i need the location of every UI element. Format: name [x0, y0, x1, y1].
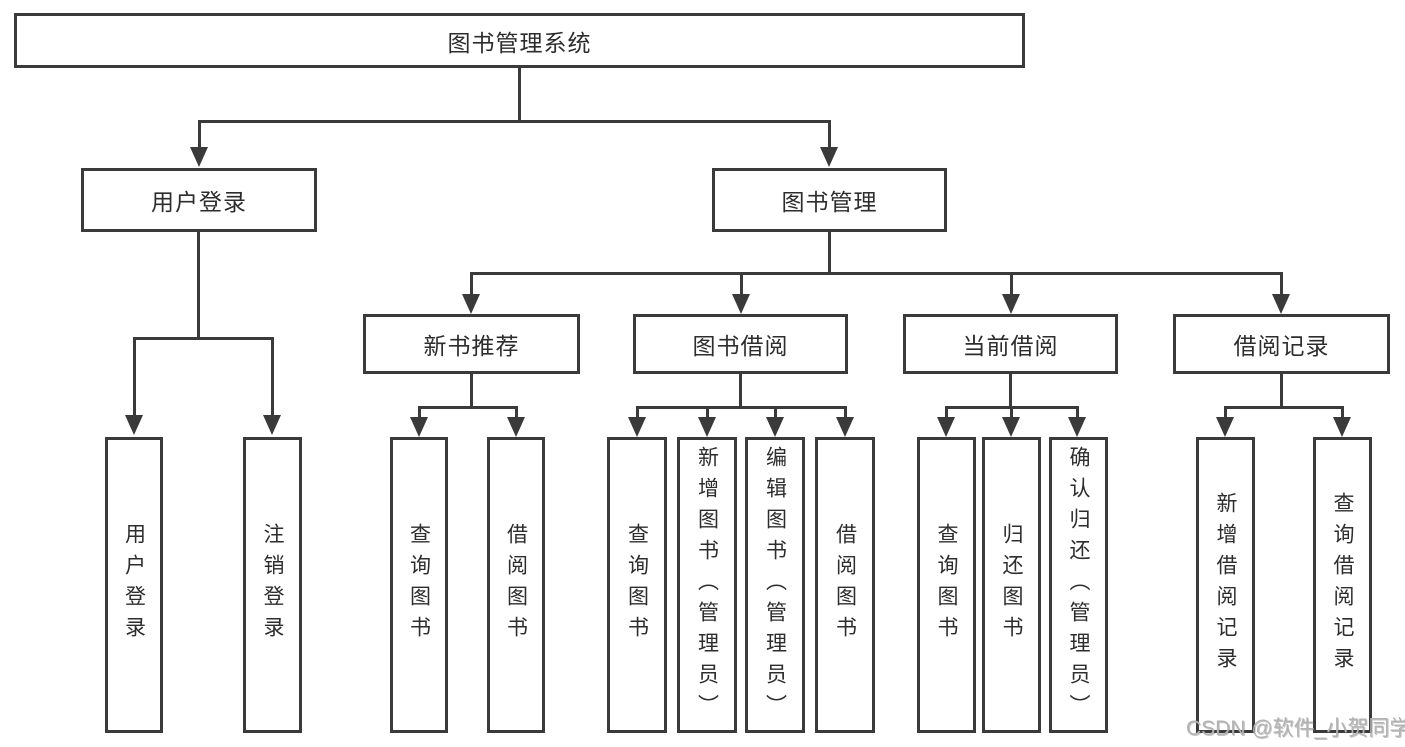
node-label: 用户登录 [122, 523, 146, 647]
arrow-down-icon [1272, 294, 1290, 314]
node-label: 新增图书（管理员） [695, 445, 719, 725]
connector-line [945, 406, 948, 418]
node-label: 图书借阅 [692, 333, 789, 359]
arrow-down-icon [820, 147, 838, 167]
node-label: 借阅记录 [1233, 333, 1330, 359]
node-label: 当前借阅 [962, 333, 1059, 359]
connector-line [706, 406, 709, 418]
arrow-down-icon [410, 417, 428, 437]
node-label: 新增借阅记录 [1214, 492, 1237, 678]
leaf-user-login: 用户登录 [105, 437, 163, 733]
leaf-query-books: 查询图书 [390, 437, 448, 733]
connector-line [418, 406, 518, 409]
connector-line [271, 337, 274, 417]
arrow-down-icon [125, 415, 143, 435]
node-book-borrowing: 图书借阅 [633, 314, 848, 374]
node-new-book-recommendation: 新书推荐 [363, 314, 580, 374]
leaf-add-books-admin: 新增图书（管理员） [677, 437, 737, 733]
connector-line [828, 120, 831, 148]
node-label: 图书管理 [781, 189, 878, 215]
connector-line [1010, 406, 1013, 418]
node-user-login: 用户登录 [81, 168, 317, 232]
node-label: 借阅图书 [504, 523, 528, 647]
leaf-borrow-books: 借阅图书 [487, 437, 545, 733]
leaf-edit-books-admin: 编辑图书（管理员） [745, 437, 805, 733]
leaf-query-books: 查询图书 [917, 437, 976, 733]
connector-line [636, 406, 846, 409]
connector-line [1224, 406, 1227, 418]
node-book-management: 图书管理 [712, 168, 947, 232]
node-label: 用户登录 [151, 189, 247, 215]
connector-line [470, 372, 473, 406]
connector-line [198, 120, 831, 123]
node-label: 图书管理系统 [447, 29, 592, 56]
connector-line [636, 406, 639, 418]
connector-line [1280, 272, 1283, 297]
connector-line [1009, 372, 1012, 406]
node-label: 查询图书 [407, 523, 431, 647]
arrow-down-icon [1002, 294, 1020, 314]
arrow-down-icon [698, 417, 716, 437]
connector-line [197, 230, 200, 337]
node-label: 查询图书 [625, 523, 649, 647]
arrow-down-icon [628, 417, 646, 437]
arrow-down-icon [1002, 417, 1020, 437]
connector-line [470, 272, 473, 297]
connector-line [515, 406, 518, 418]
arrow-down-icon [263, 415, 281, 435]
connector-line [1280, 372, 1283, 406]
leaf-logout: 注销登录 [243, 437, 302, 733]
watermark: CSDN @软件_小贺同学 [1186, 717, 1405, 740]
leaf-borrow-books: 借阅图书 [815, 437, 875, 733]
node-label: 归还图书 [1000, 523, 1023, 647]
node-current-borrowing: 当前借阅 [903, 314, 1118, 374]
connector-line [133, 337, 274, 340]
node-label: 查询图书 [935, 523, 958, 647]
node-label: 编辑图书（管理员） [763, 445, 787, 725]
leaf-confirm-return-admin: 确认归还（管理员） [1049, 437, 1108, 733]
leaf-query-books: 查询图书 [607, 437, 667, 733]
node-label: 查询借阅记录 [1331, 492, 1354, 678]
connector-line [1076, 406, 1079, 418]
connector-line [844, 406, 847, 418]
arrow-down-icon [507, 417, 525, 437]
arrow-down-icon [190, 147, 208, 167]
arrow-down-icon [766, 417, 784, 437]
node-label: 借阅图书 [833, 523, 857, 647]
connector-line [1224, 406, 1343, 409]
arrow-down-icon [462, 294, 480, 314]
connector-line [198, 120, 201, 148]
arrow-down-icon [1333, 417, 1351, 437]
node-label: 新书推荐 [423, 333, 520, 359]
arrow-down-icon [732, 294, 750, 314]
leaf-query-borrow-record: 查询借阅记录 [1313, 437, 1372, 733]
leaf-return-books: 归还图书 [982, 437, 1041, 733]
node-borrowing-records: 借阅记录 [1173, 314, 1390, 374]
connector-line [470, 272, 1282, 275]
node-label: 确认归还（管理员） [1067, 445, 1090, 725]
connector-line [518, 66, 521, 121]
node-library-management-system: 图书管理系统 [14, 13, 1025, 68]
connector-line [740, 272, 743, 297]
arrow-down-icon [836, 417, 854, 437]
arrow-down-icon [1068, 417, 1086, 437]
connector-line [828, 230, 831, 272]
connector-line [133, 337, 136, 417]
connector-line [1341, 406, 1344, 418]
connector-line [418, 406, 421, 418]
node-label: 注销登录 [261, 523, 284, 647]
leaf-add-borrow-record: 新增借阅记录 [1196, 437, 1255, 733]
connector-line [739, 372, 742, 406]
arrow-down-icon [1216, 417, 1234, 437]
connector-line [774, 406, 777, 418]
arrow-down-icon [937, 417, 955, 437]
connector-line [1010, 272, 1013, 297]
